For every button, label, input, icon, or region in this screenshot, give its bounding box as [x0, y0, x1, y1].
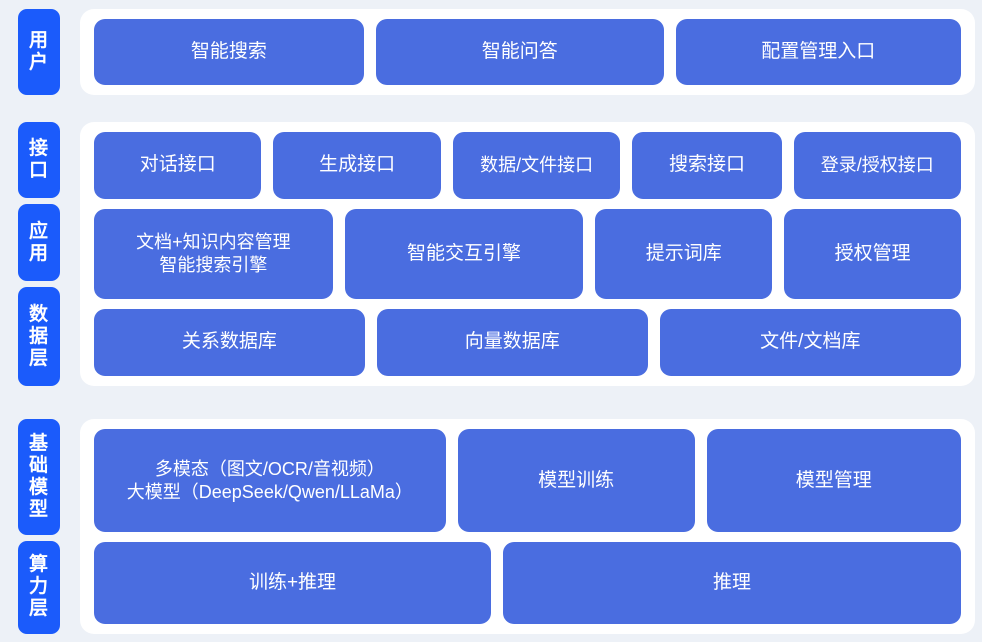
node-vector-database[interactable]: 向量数据库 — [376, 308, 648, 377]
row-applications: 文档+知识内容管理 智能搜索引擎 智能交互引擎 提示词库 授权管理 — [94, 209, 961, 299]
row-compute: 训练+推理 推理 — [94, 542, 961, 624]
node-dialog-interface[interactable]: 对话接口 — [94, 131, 262, 200]
node-relational-database[interactable]: 关系数据库 — [94, 308, 365, 377]
section-user-tabs: 用户 — [0, 0, 80, 104]
side-tab-foundation-model-label: 基础模型 — [28, 432, 49, 520]
node-data-file-interface[interactable]: 数据/文件接口 — [452, 131, 621, 200]
side-tab-application[interactable]: 应用 — [18, 204, 60, 282]
row-models: 多模态（图文/OCR/音视频） 大模型（DeepSeek/Qwen/LLaMa）… — [94, 429, 961, 533]
node-authorization-management[interactable]: 授权管理 — [784, 209, 961, 299]
panel-middle: 对话接口 生成接口 数据/文件接口 搜索接口 登录/授权接口 文档+知识内容管理… — [80, 121, 975, 387]
section-middle: 接口 应用 数据层 对话接口 生成接口 数据/文件接口 搜索接口 登录/授权接口… — [0, 114, 982, 395]
node-smart-qa[interactable]: 智能问答 — [375, 19, 664, 85]
node-smart-search[interactable]: 智能搜索 — [94, 19, 364, 85]
node-file-document-store[interactable]: 文件/文档库 — [659, 308, 962, 377]
side-tab-interface-label: 接口 — [28, 137, 49, 181]
row-data-stores: 关系数据库 向量数据库 文件/文档库 — [94, 308, 962, 377]
node-training-inference[interactable]: 训练+推理 — [94, 542, 492, 624]
side-tab-foundation-model[interactable]: 基础模型 — [18, 419, 60, 535]
node-generation-interface[interactable]: 生成接口 — [273, 131, 441, 200]
side-tab-compute-layer-label: 算力层 — [28, 554, 49, 620]
side-tab-user[interactable]: 用户 — [18, 9, 60, 95]
node-model-management[interactable]: 模型管理 — [706, 429, 961, 533]
node-search-interface[interactable]: 搜索接口 — [632, 131, 782, 200]
row-user-entries: 智能搜索 智能问答 配置管理入口 — [94, 19, 961, 85]
side-tab-user-label: 用户 — [28, 29, 49, 73]
node-model-training[interactable]: 模型训练 — [457, 429, 695, 533]
node-inference[interactable]: 推理 — [503, 542, 961, 624]
panel-foundation: 多模态（图文/OCR/音视频） 大模型（DeepSeek/Qwen/LLaMa）… — [80, 419, 975, 634]
row-interfaces: 对话接口 生成接口 数据/文件接口 搜索接口 登录/授权接口 — [94, 131, 962, 200]
node-multimodal-large-model[interactable]: 多模态（图文/OCR/音视频） 大模型（DeepSeek/Qwen/LLaMa） — [94, 429, 446, 533]
node-smart-interaction-engine[interactable]: 智能交互引擎 — [344, 209, 584, 299]
node-login-auth-interface[interactable]: 登录/授权接口 — [793, 131, 962, 200]
side-tab-interface[interactable]: 接口 — [18, 121, 60, 199]
node-prompt-library[interactable]: 提示词库 — [595, 209, 773, 299]
section-foundation: 基础模型 算力层 多模态（图文/OCR/音视频） 大模型（DeepSeek/Qw… — [0, 411, 982, 642]
node-config-management-entry[interactable]: 配置管理入口 — [675, 19, 961, 85]
section-middle-tabs: 接口 应用 数据层 — [0, 114, 80, 395]
section-foundation-tabs: 基础模型 算力层 — [0, 411, 80, 642]
side-tab-data-layer[interactable]: 数据层 — [18, 287, 60, 387]
side-tab-data-layer-label: 数据层 — [28, 303, 49, 369]
side-tab-application-label: 应用 — [28, 220, 49, 264]
section-user: 用户 智能搜索 智能问答 配置管理入口 — [0, 0, 982, 104]
panel-user: 智能搜索 智能问答 配置管理入口 — [80, 9, 975, 95]
node-doc-knowledge-management[interactable]: 文档+知识内容管理 智能搜索引擎 — [94, 209, 333, 299]
side-tab-compute-layer[interactable]: 算力层 — [18, 540, 60, 634]
